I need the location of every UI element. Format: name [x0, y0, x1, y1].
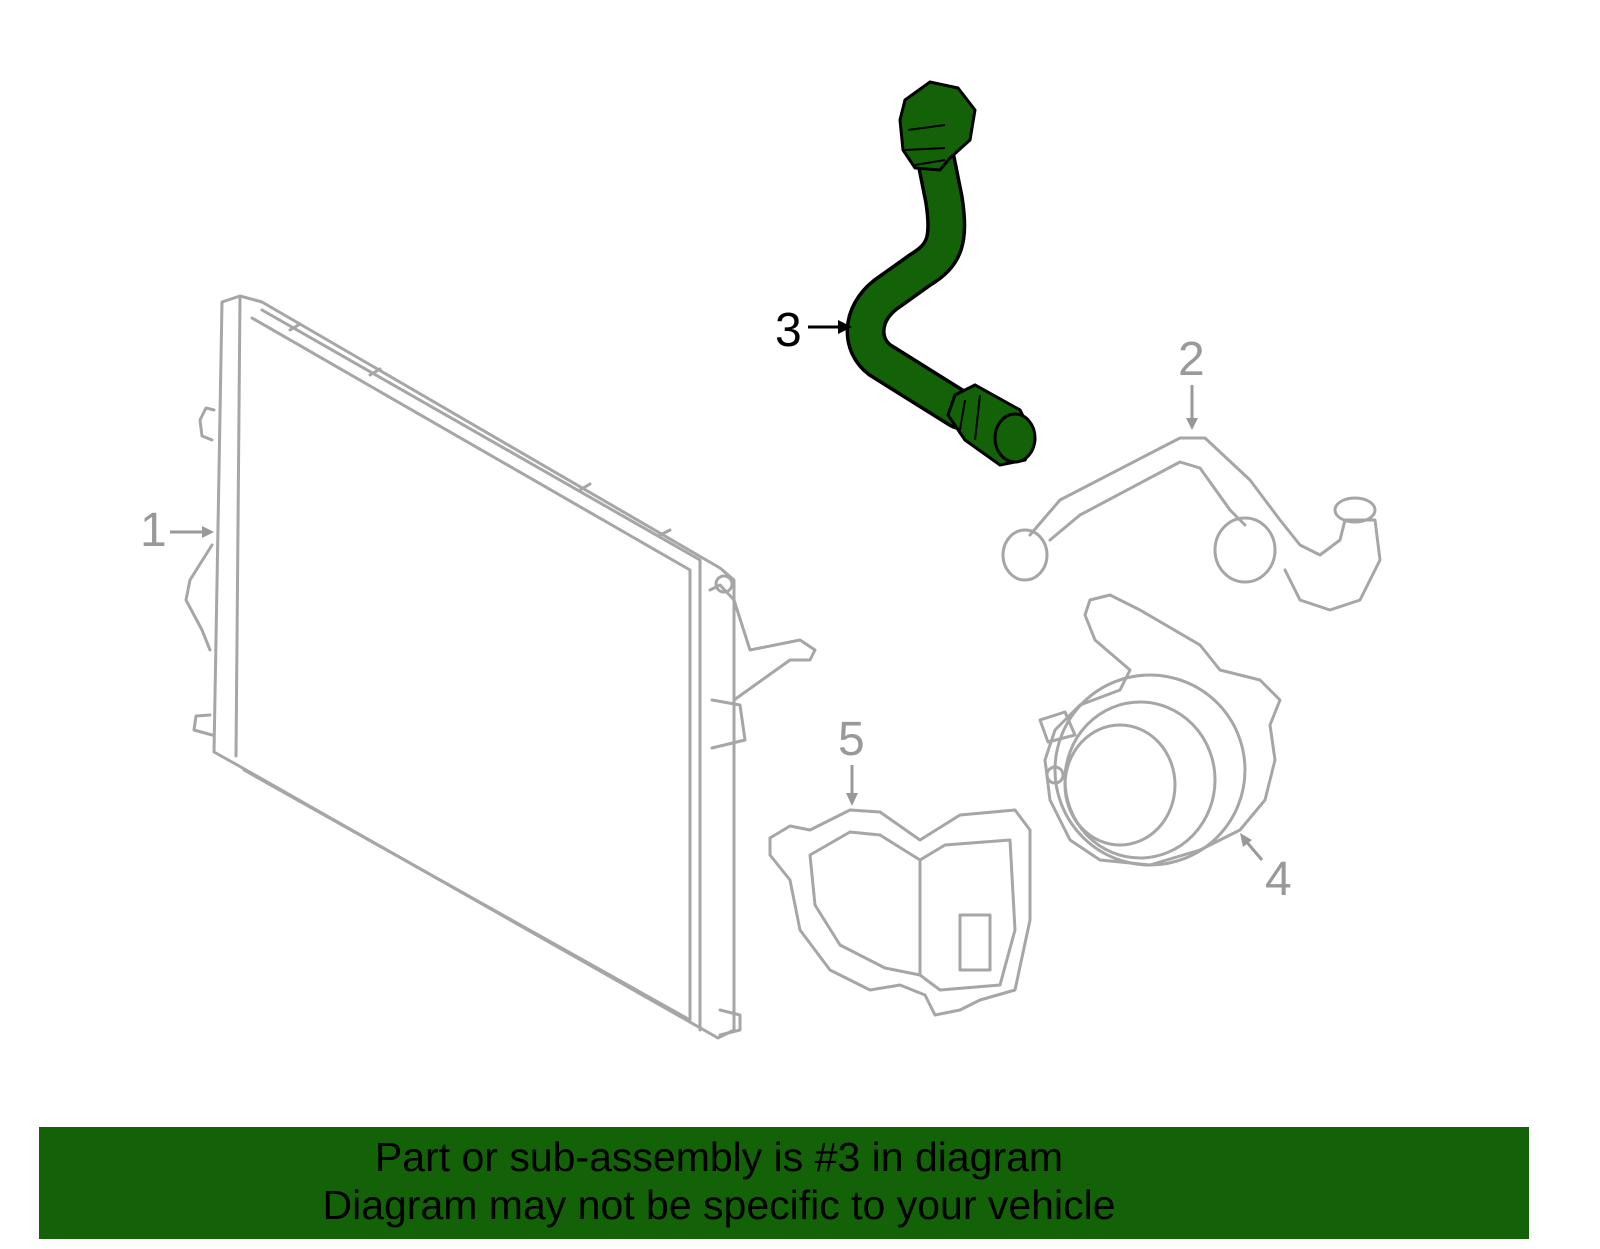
part-info-banner: Part or sub-assembly is #3 in diagram Di… [39, 1127, 1529, 1239]
callout-1: 1 [140, 504, 214, 557]
banner-disclaimer: Diagram may not be specific to your vehi… [322, 1182, 1116, 1228]
callout-3: 3 [775, 304, 852, 357]
parts-diagram: 1 2 3 4 [140, 80, 1382, 1040]
part-3-hose-selected[interactable] [845, 80, 1037, 467]
svg-text:4: 4 [1265, 853, 1292, 906]
callout-2: 2 [1178, 333, 1205, 430]
callout-5: 5 [838, 713, 865, 806]
svg-text:3: 3 [775, 304, 802, 357]
svg-text:5: 5 [838, 713, 865, 766]
svg-text:1: 1 [140, 504, 167, 557]
part-2-hose[interactable] [1001, 436, 1382, 612]
callout-4: 4 [1240, 833, 1292, 906]
part-1-radiator[interactable] [184, 294, 817, 1040]
svg-text:2: 2 [1178, 333, 1205, 386]
part-5-bracket[interactable] [768, 808, 1032, 1017]
banner-part-note: Part or sub-assembly is #3 in diagram [374, 1134, 1064, 1180]
part-4-water-pump[interactable] [1038, 593, 1282, 867]
